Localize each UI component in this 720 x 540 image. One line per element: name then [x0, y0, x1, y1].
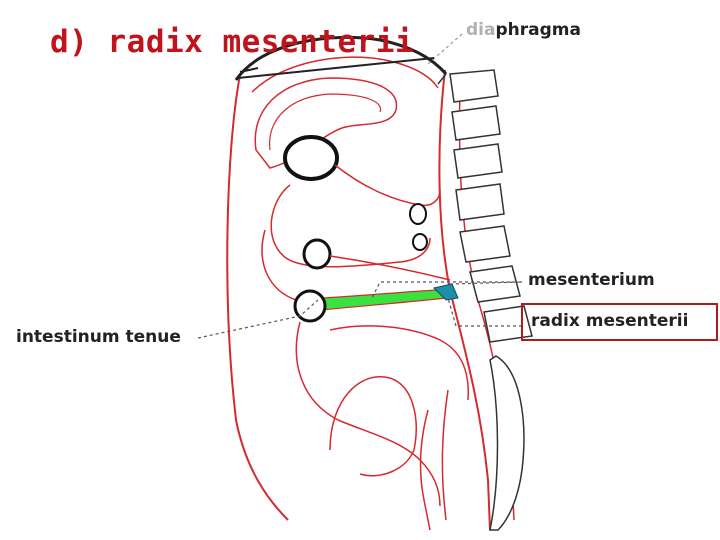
label-diaphragma-prefix: dia — [466, 20, 496, 40]
label-mesenterium: mesenterium — [528, 270, 655, 290]
colon-transversum — [283, 135, 339, 181]
leader-radix — [447, 297, 522, 327]
mesentery-green — [321, 289, 448, 311]
mesocolon-transversum — [329, 255, 451, 281]
vertebra-5 — [459, 225, 511, 263]
mesentery-root — [433, 283, 459, 301]
mesocolon — [334, 164, 441, 207]
label-diaphragma-rest: phragma — [495, 20, 581, 40]
vertebra-3 — [453, 143, 503, 179]
vertebra-7 — [483, 305, 533, 343]
vertebra-6 — [469, 265, 521, 303]
vertebra-1 — [449, 69, 499, 103]
leader-intestinum — [197, 299, 319, 339]
vertebra-2 — [451, 105, 501, 141]
spine-spur — [437, 73, 447, 85]
slide-title: d) radix mesenterii — [50, 24, 415, 60]
spine — [449, 69, 533, 531]
intestine-loop — [293, 289, 327, 323]
vertebra-4 — [455, 183, 505, 221]
rectum — [419, 409, 431, 531]
duodenum-lower — [412, 233, 428, 251]
label-diaphragma: diaphragma — [466, 20, 581, 40]
title-underline-mark — [239, 67, 259, 73]
lower-fold-2 — [329, 325, 469, 401]
label-intestinum-tenue: intestinum tenue — [16, 327, 181, 347]
colon-loop — [302, 238, 332, 270]
omentum-fold-2 — [261, 229, 297, 301]
sacrum — [489, 355, 525, 531]
rectum-2 — [441, 389, 449, 521]
abdominal-wall — [226, 74, 289, 521]
bladder — [329, 376, 417, 477]
liver-inner — [269, 93, 382, 151]
duodenum-upper — [409, 203, 427, 225]
label-radix-mesenterii: radix mesenterii — [521, 303, 718, 341]
leader-mesenterium-2 — [449, 281, 523, 285]
lower-fold-1 — [295, 321, 441, 507]
leader-title — [237, 57, 435, 79]
leader-diaphragma — [427, 33, 463, 65]
omentum-fold — [270, 184, 431, 268]
